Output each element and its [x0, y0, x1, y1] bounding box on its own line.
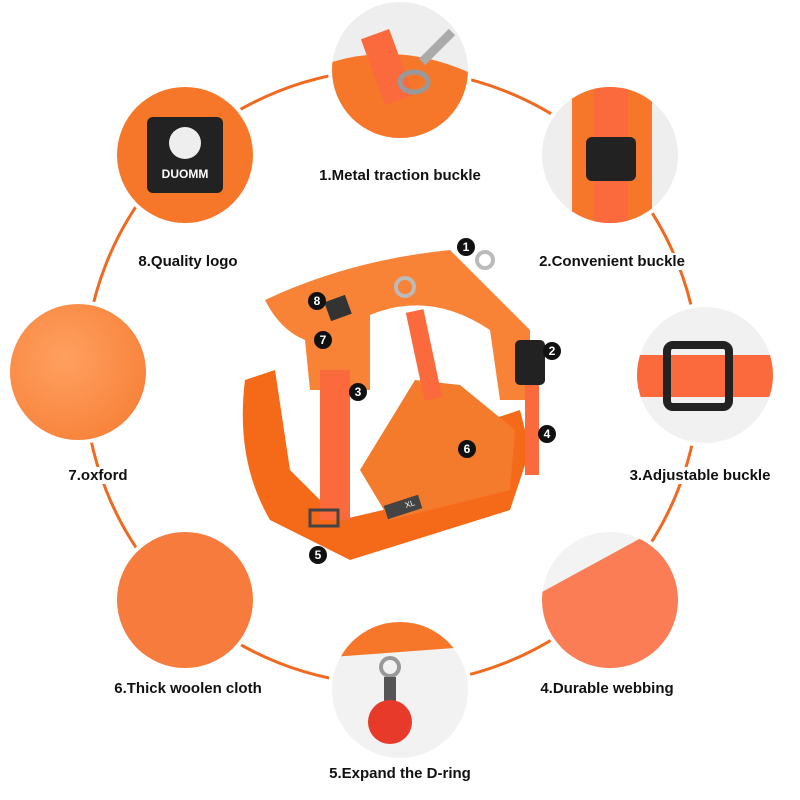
number-markers — [308, 238, 561, 564]
detail-oxford — [10, 304, 146, 440]
detail-adjustable-buckle — [637, 307, 773, 443]
feature-label-5: 5.Expand the D-ring — [326, 765, 474, 782]
brand-logo-patch: DUOMM — [147, 117, 223, 193]
detail-metal-traction-buckle — [332, 2, 468, 138]
detail-quality-logo: DUOMM — [117, 87, 253, 223]
marker-6: 6 — [464, 442, 471, 456]
detail-convenient-buckle — [542, 87, 678, 223]
feature-label-1: 1.Metal traction buckle — [316, 167, 484, 184]
marker-2: 2 — [549, 344, 556, 358]
brand-logo-text: DUOMM — [161, 167, 209, 181]
size-tag-text: XL — [404, 498, 417, 510]
size-tag — [383, 494, 423, 520]
harness-back-panel — [265, 250, 530, 400]
detail-thick-woolen-cloth — [117, 532, 253, 668]
feature-label-6: 6.Thick woolen cloth — [111, 680, 265, 697]
marker-5: 5 — [315, 548, 322, 562]
wolf-logo-icon — [169, 127, 201, 159]
d-ring — [394, 276, 416, 298]
logo-patch — [324, 294, 352, 322]
feature-label-2: 2.Convenient buckle — [536, 253, 688, 270]
feature-label-4: 4.Durable webbing — [537, 680, 677, 697]
marker-8: 8 — [314, 294, 321, 308]
harness-webbing-strap — [320, 370, 350, 520]
marker-3: 3 — [355, 385, 362, 399]
feature-label-7: 7.oxford — [65, 467, 131, 484]
detail-durable-webbing — [542, 532, 678, 668]
detail-expand-d-ring — [332, 622, 468, 758]
marker-7: 7 — [320, 333, 327, 347]
metal-traction-ring — [475, 250, 495, 270]
side-release-buckle — [515, 340, 545, 385]
marker-1: 1 — [463, 240, 470, 254]
harness-illustration: 1 2 3 4 5 6 7 8 XL — [242, 238, 561, 564]
harness-chest-strap — [242, 370, 530, 560]
harness-chest-pad — [360, 380, 515, 520]
marker-4: 4 — [544, 427, 551, 441]
feature-label-8: 8.Quality logo — [135, 253, 241, 270]
feature-label-3: 3.Adjustable buckle — [626, 467, 774, 484]
